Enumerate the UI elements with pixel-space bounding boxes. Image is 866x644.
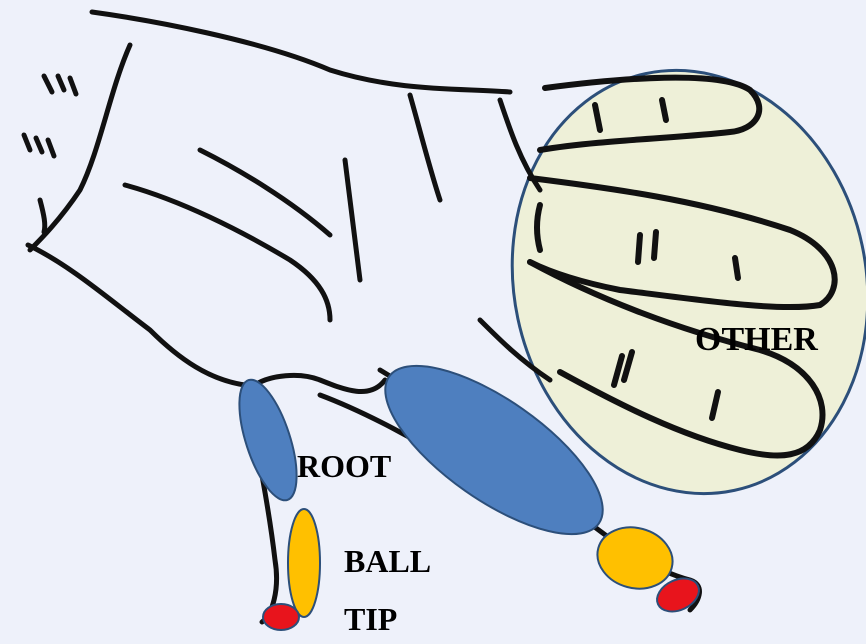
label-other: OTHER — [695, 321, 818, 358]
tip-zone-index — [263, 604, 299, 630]
label-root: ROOT — [297, 448, 391, 484]
label-tip: TIP — [344, 601, 397, 637]
ball-zone-index — [288, 509, 320, 617]
label-ball: BALL — [344, 543, 431, 579]
root-zone-index — [228, 373, 309, 506]
